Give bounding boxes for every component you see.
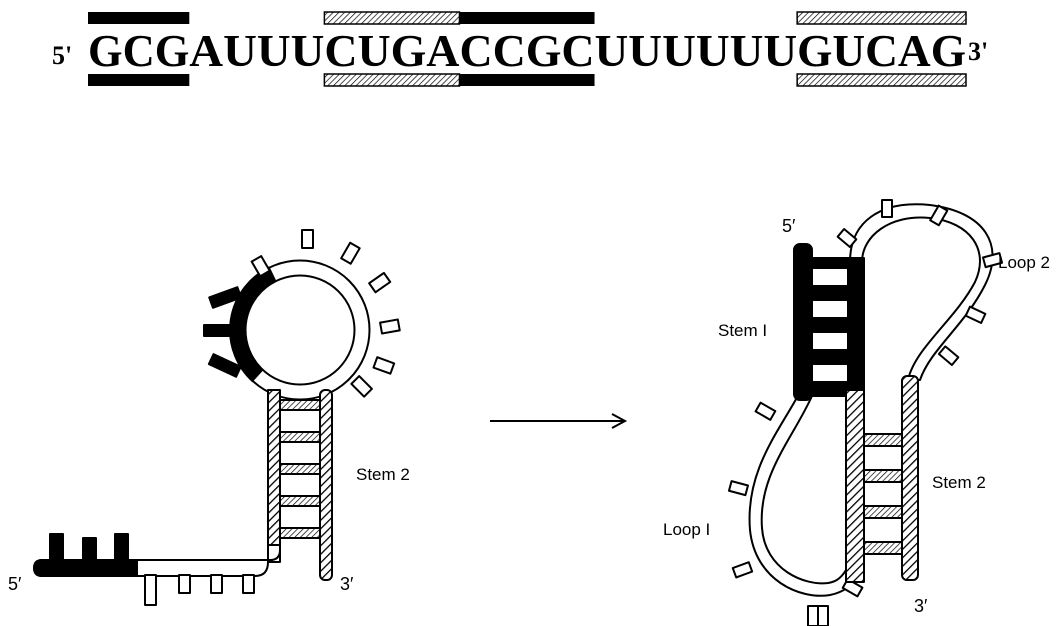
sequence-underbar-5: [797, 74, 966, 86]
sequence-3prime-label: 3': [968, 37, 988, 66]
pseudoknot-stem2-base-pairs: [864, 434, 902, 554]
sequence-segment-3: CCGC: [459, 25, 594, 76]
sequence-overbar-0: [88, 12, 189, 24]
sequence-overbar-2: [324, 12, 459, 24]
pseudoknot-3prime-label: 3′: [914, 596, 928, 616]
sequence-segment-5: GUCAG: [797, 25, 966, 76]
sequence-segment-4: UUUUUU: [595, 25, 798, 76]
sequence-segment-0: GCG: [88, 25, 189, 76]
tail-white-ticks: [145, 575, 254, 605]
sequence-underbar-0: [88, 74, 189, 86]
hairpin-loop-solid-segment: [238, 274, 273, 376]
sequence-segment-1: AUUU: [189, 25, 324, 76]
hairpin-5prime-label: 5′: [8, 574, 22, 594]
tail-solid-ticks: [50, 534, 128, 562]
pseudoknot-loop1-label: Loop I: [663, 520, 710, 539]
pseudoknot-stem2-right-strand: [902, 376, 918, 580]
pseudoknot-stem1-left-strand: [794, 244, 812, 400]
sequence-overbar-5: [797, 12, 966, 24]
sequence-segment-2: CUGA: [324, 25, 459, 76]
pseudoknot-loop1: [750, 392, 858, 596]
sequence-overbar-3: [459, 12, 594, 24]
transition-arrow: [490, 414, 625, 428]
sequence-underbar-3: [459, 74, 594, 86]
pseudoknot-loop2: [850, 204, 993, 380]
hairpin-stem2-base-pairs: [280, 400, 320, 538]
hairpin-3prime-label: 3′: [340, 574, 354, 594]
hairpin-stem2-label: Stem 2: [356, 465, 410, 484]
hairpin-stem2-left-strand: [268, 390, 280, 562]
hairpin-structure: 5′ 3′ Stem 2: [8, 230, 410, 605]
sequence-underbar-2: [324, 74, 459, 86]
pseudoknot-structure: 5′ 3′ Stem I Stem 2 Loop I Loop 2: [663, 200, 1050, 626]
sequence-5prime-label: 5': [52, 41, 72, 70]
pseudoknot-stem1-right-strand: [848, 258, 864, 396]
pseudoknot-loop2-label: Loop 2: [998, 253, 1050, 272]
pseudoknot-stem2-left-strand: [846, 390, 864, 582]
pseudoknot-stem1-label: Stem I: [718, 321, 767, 340]
hairpin-stem2-right-strand: [320, 390, 332, 580]
loop-nucleotide-ticks: [252, 230, 400, 397]
pseudoknot-stem2-label: Stem 2: [932, 473, 986, 492]
pseudoknot-5prime-label: 5′: [782, 216, 796, 236]
